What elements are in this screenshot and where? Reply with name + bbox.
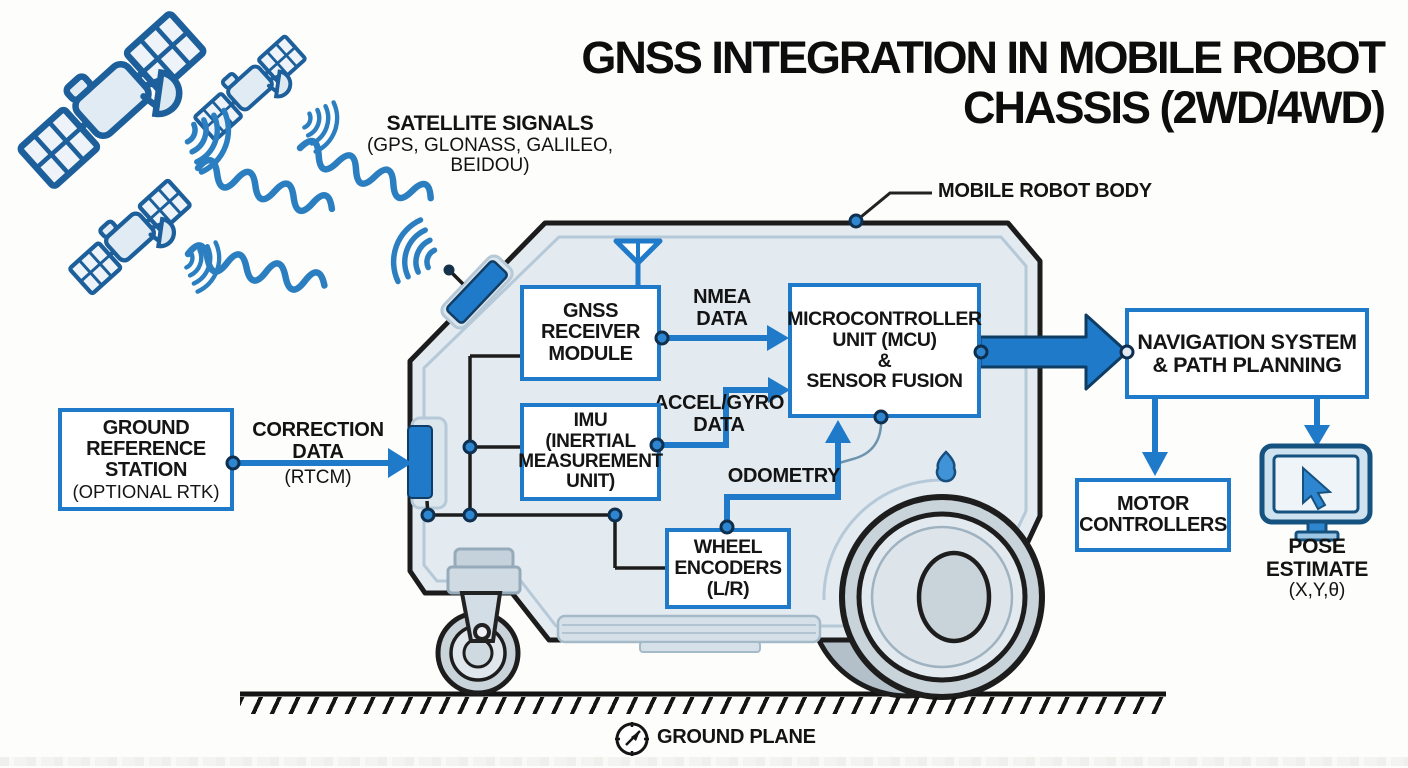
ground-reference-station-box: GROUND REFERENCE STATION (OPTIONAL RTK) bbox=[58, 408, 234, 511]
connector-dot-junction bbox=[607, 507, 623, 523]
mobile-robot-body-label: MOBILE ROBOT BODY bbox=[938, 180, 1152, 202]
radio-wave-icon bbox=[394, 220, 435, 282]
bottom-artifact-strip bbox=[0, 757, 1408, 766]
connector-dot-nav-in bbox=[1119, 344, 1135, 360]
nmea-data-label: NMEA DATA bbox=[693, 286, 751, 330]
odometry-arrow bbox=[724, 441, 841, 527]
mobile-robot-body-callout-line bbox=[855, 191, 932, 223]
compass-icon bbox=[615, 722, 649, 756]
satellite-signals-sub1: (GPS, GLONASS, GALILEO, bbox=[366, 134, 614, 156]
connector-dot-junction bbox=[462, 507, 478, 523]
nmea-arrowhead bbox=[767, 325, 789, 351]
gnss-receiver-box: GNSS RECEIVER MODULE bbox=[520, 285, 661, 381]
flow-arrows bbox=[233, 313, 1330, 527]
satellite-signals-sub2: BEIDOU) bbox=[450, 155, 530, 177]
wheel-encoders-box: WHEEL ENCODERS (L/R) bbox=[665, 528, 791, 609]
nav-to-display-arrowhead bbox=[1304, 425, 1330, 447]
correction-data-label: CORRECTION DATA (RTCM) bbox=[252, 419, 384, 489]
connector-dot-encoder-top bbox=[719, 519, 735, 535]
connector-dot-imu-out bbox=[649, 437, 665, 453]
monitor-icon bbox=[1259, 443, 1373, 542]
satellite-icon bbox=[11, 3, 225, 209]
navigation-system-box: NAVIGATION SYSTEM & PATH PLANNING bbox=[1125, 308, 1369, 399]
wire-drop bbox=[935, 450, 957, 483]
connector-dot-junction bbox=[462, 439, 478, 455]
accel-gyro-arrow bbox=[657, 387, 770, 448]
ground-hatching bbox=[240, 697, 1168, 714]
rear-wheel bbox=[839, 494, 1045, 700]
antenna-tip-dot bbox=[443, 264, 455, 276]
antenna-icon bbox=[613, 238, 663, 287]
caster-wheel bbox=[435, 591, 521, 696]
mcu-to-nav-arrow bbox=[978, 313, 1129, 391]
pose-estimate-label: POSE ESTIMATE (X,Y,θ) bbox=[1265, 535, 1369, 602]
connector-dot-mcu-out bbox=[973, 344, 989, 360]
accel-gyro-data-label: ACCEL/GYRO DATA bbox=[653, 392, 785, 436]
odometry-label: ODOMETRY bbox=[727, 465, 841, 487]
chassis-skid-plate bbox=[556, 614, 822, 644]
satellite-icon bbox=[64, 174, 204, 309]
cursor-icon bbox=[1302, 465, 1333, 511]
connector-dot-gnss-out bbox=[654, 330, 670, 346]
page-title-line1: GNSS INTEGRATION IN MOBILE ROBOT bbox=[581, 32, 1386, 83]
connector-dot-chassis-top bbox=[848, 213, 864, 229]
page-title: GNSS INTEGRATION IN MOBILE ROBOT CHASSIS… bbox=[581, 32, 1386, 134]
accel-gyro-arrowhead bbox=[768, 377, 790, 403]
wheel-arch-line bbox=[822, 478, 943, 601]
motor-controllers-box: MOTOR CONTROLLERS bbox=[1075, 478, 1231, 552]
gnss-antenna-stub bbox=[440, 254, 514, 330]
odometry-arrowhead bbox=[825, 420, 851, 443]
imu-box: IMU (INERTIAL MEASUREMENT UNIT) bbox=[518, 403, 663, 501]
wheel-hub bbox=[916, 550, 992, 644]
nav-to-motor-arrowhead bbox=[1142, 452, 1168, 476]
connector-dot-mcu-bottom bbox=[873, 409, 889, 425]
page-title-line2: CHASSIS (2WD/4WD) bbox=[962, 82, 1386, 134]
caster-bolt bbox=[473, 623, 491, 641]
mcu-box: MICROCONTROLLER UNIT (MCU) & SENSOR FUSI… bbox=[787, 283, 982, 418]
chassis-bumper bbox=[639, 641, 761, 653]
connector-dot-junction bbox=[420, 507, 436, 523]
ground-plane-label: GROUND PLANE bbox=[657, 726, 816, 748]
rtk-port-icon bbox=[407, 416, 448, 510]
correction-arrowhead bbox=[388, 448, 412, 478]
satellite-signals-label: SATELLITE SIGNALS (GPS, GLONASS, GALILEO… bbox=[355, 112, 625, 177]
connector-dot-station-out bbox=[225, 455, 241, 471]
signal-squiggle bbox=[195, 157, 335, 219]
satellite-signals-title: SATELLITE SIGNALS bbox=[386, 112, 594, 135]
caster-fork bbox=[459, 591, 503, 643]
caster-mount bbox=[446, 565, 522, 595]
